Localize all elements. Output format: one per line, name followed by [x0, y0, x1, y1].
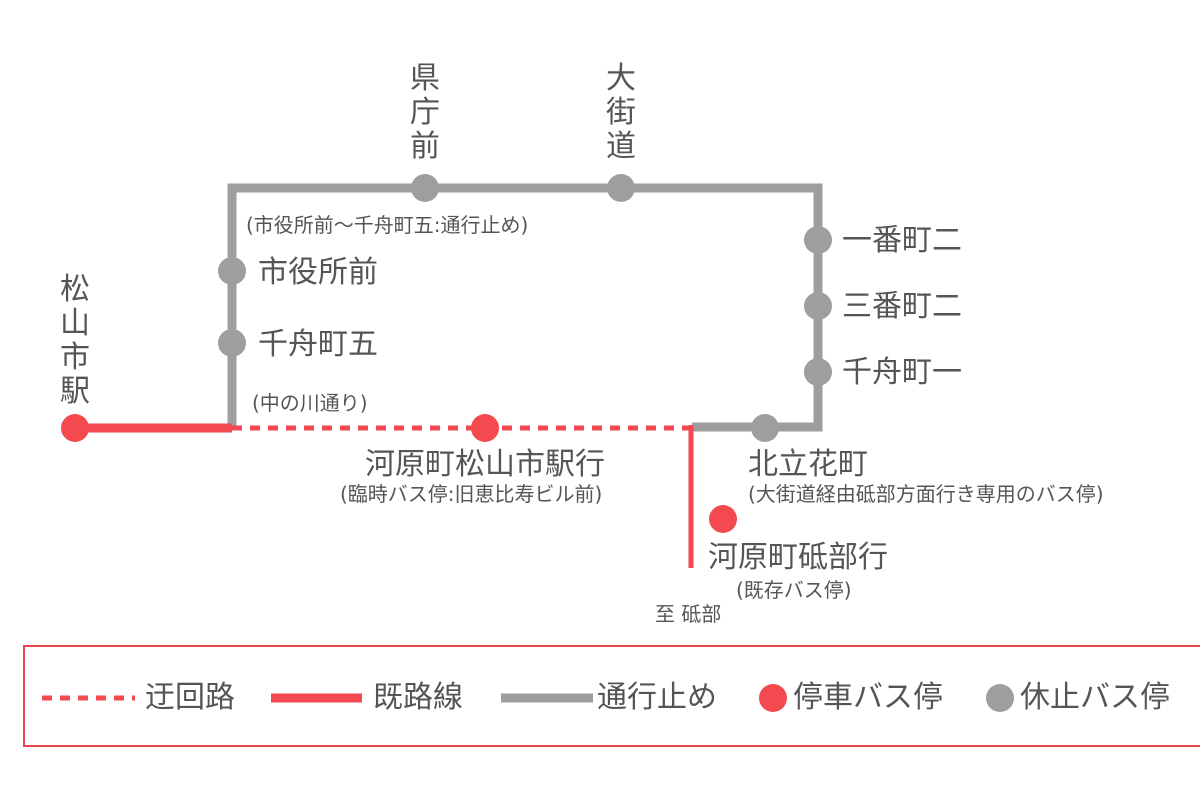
stop-shiyakusho-mae	[218, 257, 246, 285]
label-kencho-mae: 県庁前	[410, 61, 440, 164]
stop-ichibancho2	[804, 226, 832, 254]
stop-kawaramachi-matsuyama	[471, 414, 499, 442]
stop-senbunmachi1	[804, 358, 832, 386]
stop-senbunmachi5	[218, 329, 246, 357]
legend-symbols	[42, 684, 1014, 712]
stop-kitatachibanacho	[751, 414, 779, 442]
stop-kencho-mae	[411, 174, 439, 202]
legend-suspended-stop-label: 休止バス停	[1020, 680, 1170, 715]
legend-active-stop-label: 停車バス停	[793, 680, 943, 715]
label-kawaramachi-matsuyama: 河原町松山市駅行	[365, 447, 605, 482]
label-senbunmachi5: 千舟町五	[258, 327, 378, 362]
label-matsuyama-eki: 松山市駅	[60, 272, 90, 409]
label-ichibancho2: 一番町二	[842, 223, 962, 258]
nakanokawa-note: (中の川通り)	[252, 391, 368, 415]
label-senbunmachi1: 千舟町一	[842, 355, 962, 390]
stop-sanbancho2	[804, 292, 832, 320]
kawaramachi-matsuyama-note: (臨時バス停:旧恵比寿ビル前)	[340, 482, 603, 506]
legend-existing-label: 既路線	[373, 680, 463, 715]
stop-kawaramachi-tobe	[709, 505, 737, 533]
kawaramachi-tobe-note: (既存バス停)	[736, 578, 852, 602]
label-kawaramachi-tobe: 河原町砥部行	[708, 540, 888, 575]
legend-detour-label: 迂回路	[145, 680, 235, 715]
label-to-tobe: 至 砥部	[655, 602, 722, 626]
label-shiyakusho-mae: 市役所前	[258, 255, 378, 290]
label-sanbancho2: 三番町二	[842, 289, 962, 324]
label-okaido: 大街道	[606, 61, 636, 164]
stop-matsuyama-eki	[61, 414, 89, 442]
legend-suspended-stop-swatch	[986, 684, 1014, 712]
closure-note: (市役所前〜千舟町五:通行止め)	[246, 213, 529, 237]
legend: 迂回路 既路線 通行止め 停車バス停 休止バス停	[23, 645, 1200, 747]
stop-okaido	[607, 174, 635, 202]
legend-active-stop-swatch	[759, 684, 787, 712]
legend-closed-label: 通行止め	[597, 680, 717, 715]
label-kitatachibanacho: 北立花町	[748, 447, 868, 482]
kitatachibanacho-note: (大街道経由砥部方面行き専用のバス停)	[748, 482, 1104, 506]
